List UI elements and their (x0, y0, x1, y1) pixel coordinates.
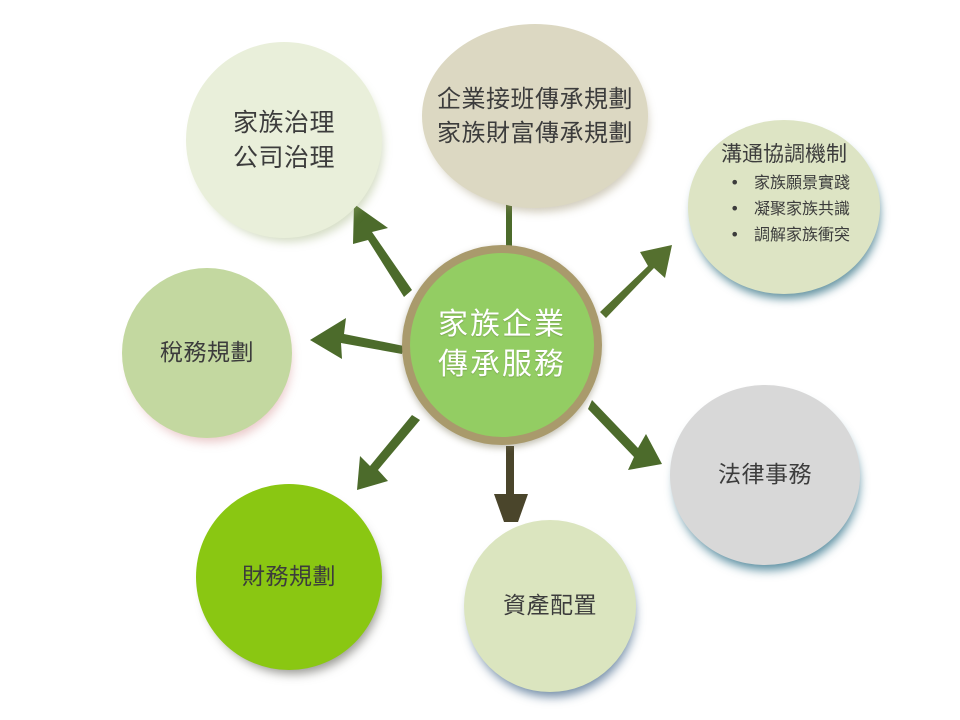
arrow-to-legal (588, 400, 662, 470)
node-governance-line-1: 家族治理 (232, 107, 335, 137)
node-hub-center[interactable]: 家族企業 傳承服務 (402, 245, 602, 445)
node-governance-line-2: 公司治理 (232, 143, 335, 172)
node-legal[interactable]: 法律事務 (670, 385, 860, 565)
arrow-to-finance (357, 415, 420, 490)
node-tax[interactable]: 稅務規劃 (122, 268, 292, 438)
hub-line-2: 傳承服務 (438, 347, 566, 382)
node-communication-heading: 溝通協調機制 (721, 142, 847, 166)
list-item-label: 家族願景實踐 (753, 173, 850, 193)
bullet-icon: • (729, 225, 740, 244)
list-item-label: 調解家族衝突 (753, 225, 850, 244)
arrow-to-asset (494, 446, 528, 522)
node-tax-label: 稅務規劃 (160, 339, 254, 366)
arrow-to-communication (600, 245, 672, 318)
node-succession[interactable]: 企業接班傳承規劃 家族財富傳承規劃 (422, 24, 648, 208)
node-communication-bullet-list: • 家族願景實踐 • 凝聚家族共識 • 調解家族衝突 (718, 170, 850, 248)
arrow-to-governance (353, 204, 412, 297)
bullet-icon: • (729, 173, 740, 193)
list-item: • 家族願景實踐 (724, 170, 850, 196)
list-item: • 調解家族衝突 (724, 222, 850, 248)
node-succession-line-1: 企業接班傳承規劃 (437, 84, 633, 113)
hub-line-1: 家族企業 (438, 306, 566, 342)
node-governance[interactable]: 家族治理 公司治理 (186, 42, 382, 238)
node-legal-label: 法律事務 (718, 461, 812, 488)
node-asset-label: 資產配置 (503, 592, 597, 619)
list-item: • 凝聚家族共識 (724, 196, 850, 222)
node-asset[interactable]: 資產配置 (464, 520, 636, 692)
arrow-to-tax (310, 318, 404, 359)
node-communication[interactable]: 溝通協調機制 • 家族願景實踐 • 凝聚家族共識 • 調解家族衝突 (688, 120, 880, 294)
node-finance-label: 財務規劃 (242, 563, 336, 590)
bullet-icon: • (729, 199, 740, 219)
list-item-label: 凝聚家族共識 (753, 199, 850, 219)
node-finance[interactable]: 財務規劃 (196, 484, 382, 670)
node-succession-line-2: 家族財富傳承規劃 (437, 119, 633, 147)
